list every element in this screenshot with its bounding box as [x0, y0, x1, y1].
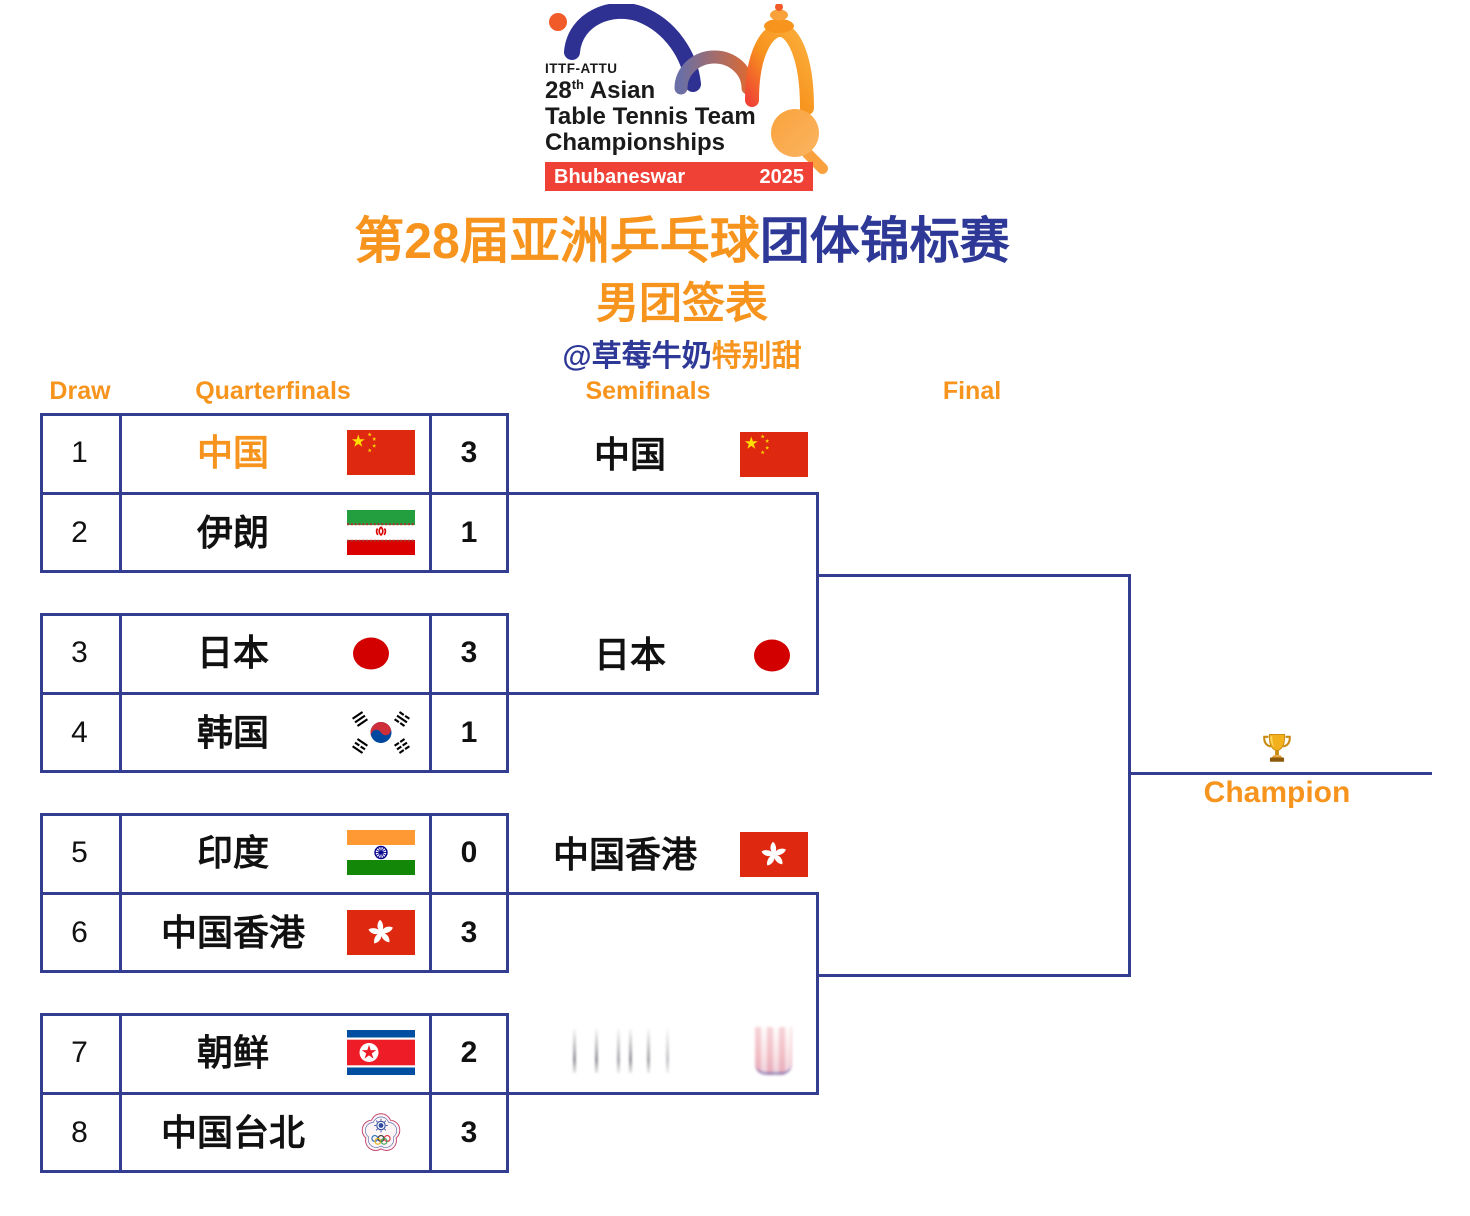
- logo-banner: Bhubaneswar 2025: [545, 162, 813, 191]
- table-divider: [119, 413, 122, 573]
- temple-finial-icon: [775, 4, 783, 11]
- arch-small-icon: [674, 50, 755, 95]
- table-divider: [119, 613, 122, 773]
- team-name: 日本: [196, 632, 269, 673]
- column-header-semifinals: Semifinals: [585, 377, 711, 405]
- erased-text-smear: [666, 1027, 669, 1073]
- quarterfinal-match-box-4: [40, 1013, 509, 1173]
- draw-number: 1: [71, 436, 88, 469]
- connector-line: [816, 574, 1131, 577]
- north-korea-flag-icon: [347, 1030, 415, 1075]
- japan-flag-icon: [754, 639, 790, 672]
- credit-suffix: 特别甜: [711, 340, 802, 373]
- china-flag-icon: [347, 430, 415, 475]
- logo-artwork-icon: [549, 4, 828, 174]
- main-title-blue: 团体锦标赛: [759, 213, 1010, 269]
- team-name: 韩国: [196, 712, 269, 753]
- erased-text-smear: [595, 1027, 598, 1073]
- draw-number: 3: [71, 636, 88, 669]
- table-divider: [429, 1013, 432, 1173]
- table-divider: [429, 413, 432, 573]
- hong-kong-flag-icon: [347, 910, 415, 955]
- credit-handle: @草莓牛奶: [562, 340, 712, 373]
- logo-edition-number: 28: [545, 77, 572, 104]
- paddle-handle-icon: [802, 148, 828, 174]
- table-divider: [429, 813, 432, 973]
- semifinal-team-china: 中国: [593, 434, 666, 475]
- connector-line: [816, 892, 819, 1095]
- china-flag-icon: [740, 432, 808, 477]
- logo-name-line3: Championships: [545, 129, 726, 156]
- banner-year: 2025: [759, 165, 805, 188]
- chinese-taipei-flag-icon: [361, 1113, 401, 1151]
- match-score: 3: [460, 636, 478, 669]
- team-name: 朝鲜: [196, 1032, 269, 1073]
- banner-city: Bhubaneswar: [554, 165, 686, 188]
- connector-line: [816, 492, 819, 695]
- draw-number: 8: [71, 1116, 88, 1149]
- champion-line: [1128, 772, 1432, 775]
- team-name: 中国台北: [160, 1112, 305, 1153]
- subtitle: 男团签表: [596, 280, 768, 328]
- table-divider: [119, 813, 122, 973]
- table-divider: [429, 613, 432, 773]
- connector-line: [816, 974, 1131, 977]
- quarterfinal-match-box-3: [40, 813, 509, 973]
- india-flag-icon: [347, 830, 415, 875]
- logo-org-text: ITTF-ATTU: [545, 61, 618, 76]
- temple-arch-icon: [745, 22, 814, 115]
- japan-flag-icon: [353, 637, 389, 670]
- paddle-icon: [771, 109, 819, 157]
- draw-number: 5: [71, 836, 88, 869]
- logo-edition-rest: Asian: [583, 77, 656, 104]
- erased-text-smear: [647, 1027, 650, 1073]
- column-header-quarterfinals: Quarterfinals: [195, 377, 351, 405]
- erased-text-smear: [629, 1027, 632, 1073]
- erased-text-smear: [573, 1027, 576, 1073]
- match-score: 1: [460, 716, 478, 749]
- draw-number: 4: [71, 716, 88, 749]
- draw-number: 2: [71, 516, 88, 549]
- draw-number: 6: [71, 916, 88, 949]
- team-name: 印度: [196, 832, 269, 873]
- logo-edition-line: 28th Asian: [545, 78, 655, 103]
- semifinal-team-japan: 日本: [593, 634, 666, 675]
- south-korea-flag-icon: [352, 711, 410, 754]
- match-score: 3: [460, 916, 478, 949]
- erased-text-smear: [617, 1027, 620, 1073]
- team-name: 中国: [196, 432, 269, 473]
- match-score: 0: [460, 836, 478, 869]
- temple-bead-icon: [764, 19, 794, 33]
- team-name: 伊朗: [196, 512, 269, 553]
- logo-edition-suffix: th: [571, 77, 584, 92]
- blue-swoosh-icon: [564, 4, 701, 92]
- column-header-draw: Draw: [49, 377, 111, 405]
- quarterfinal-match-box-2: [40, 613, 509, 773]
- semifinal-team-hong-kong: 中国香港: [552, 834, 697, 875]
- iran-flag-icon: [347, 510, 415, 555]
- connector-line: [1128, 574, 1131, 977]
- match-score: 2: [460, 1036, 478, 1069]
- champion-label: Champion: [1203, 776, 1351, 809]
- team-name: 中国香港: [160, 912, 305, 953]
- main-title: 第28届亚洲乒乓球团体锦标赛: [0, 201, 1364, 273]
- logo-name-line2: Table Tennis Team: [545, 103, 756, 130]
- ball-icon: [549, 13, 567, 31]
- trophy-icon: [1263, 733, 1291, 762]
- credit-line: @草莓牛奶特别甜: [0, 331, 1364, 375]
- match-score: 1: [460, 516, 478, 549]
- erased-flag-smear: [755, 1027, 792, 1075]
- championships-logo: ITTF-ATTU 28th Asian Table Tennis Team C…: [530, 4, 842, 194]
- temple-bead-icon: [770, 9, 788, 21]
- draw-number: 7: [71, 1036, 88, 1069]
- main-title-orange: 第28届亚洲乒乓球: [354, 213, 760, 269]
- match-score: 3: [460, 436, 478, 469]
- quarterfinal-match-box-1: [40, 413, 509, 573]
- match-score: 3: [460, 1116, 478, 1149]
- table-divider: [119, 1013, 122, 1173]
- hong-kong-flag-icon: [740, 832, 808, 877]
- column-header-final: Final: [942, 377, 1002, 405]
